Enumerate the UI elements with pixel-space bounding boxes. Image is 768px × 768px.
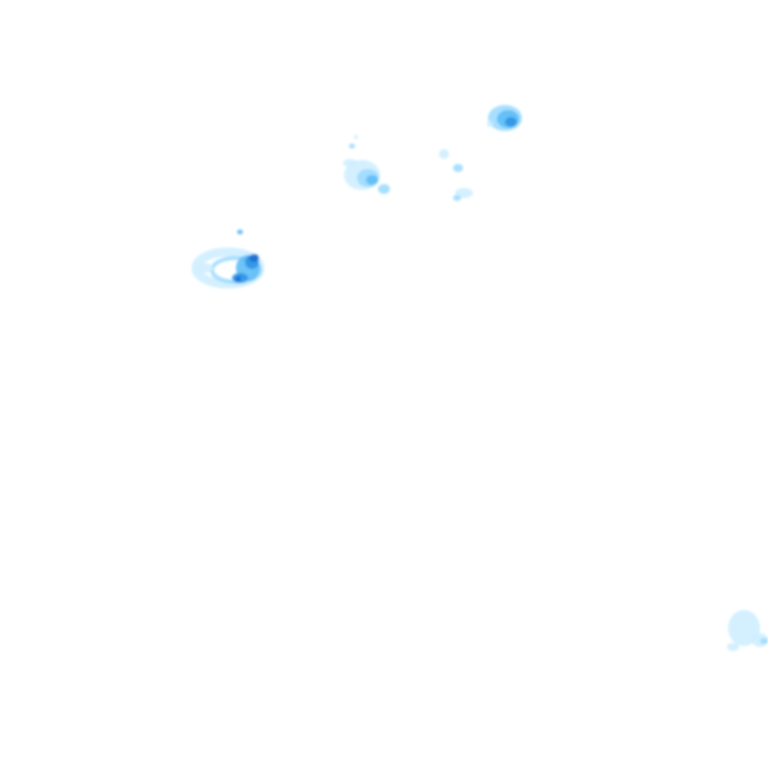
precip-cell-central xyxy=(439,149,473,201)
precip-cell-south-east xyxy=(727,610,768,651)
precip-cell-north-central xyxy=(343,135,390,194)
precip-cell-north-east xyxy=(487,105,522,131)
precip-cell-west xyxy=(191,229,265,289)
